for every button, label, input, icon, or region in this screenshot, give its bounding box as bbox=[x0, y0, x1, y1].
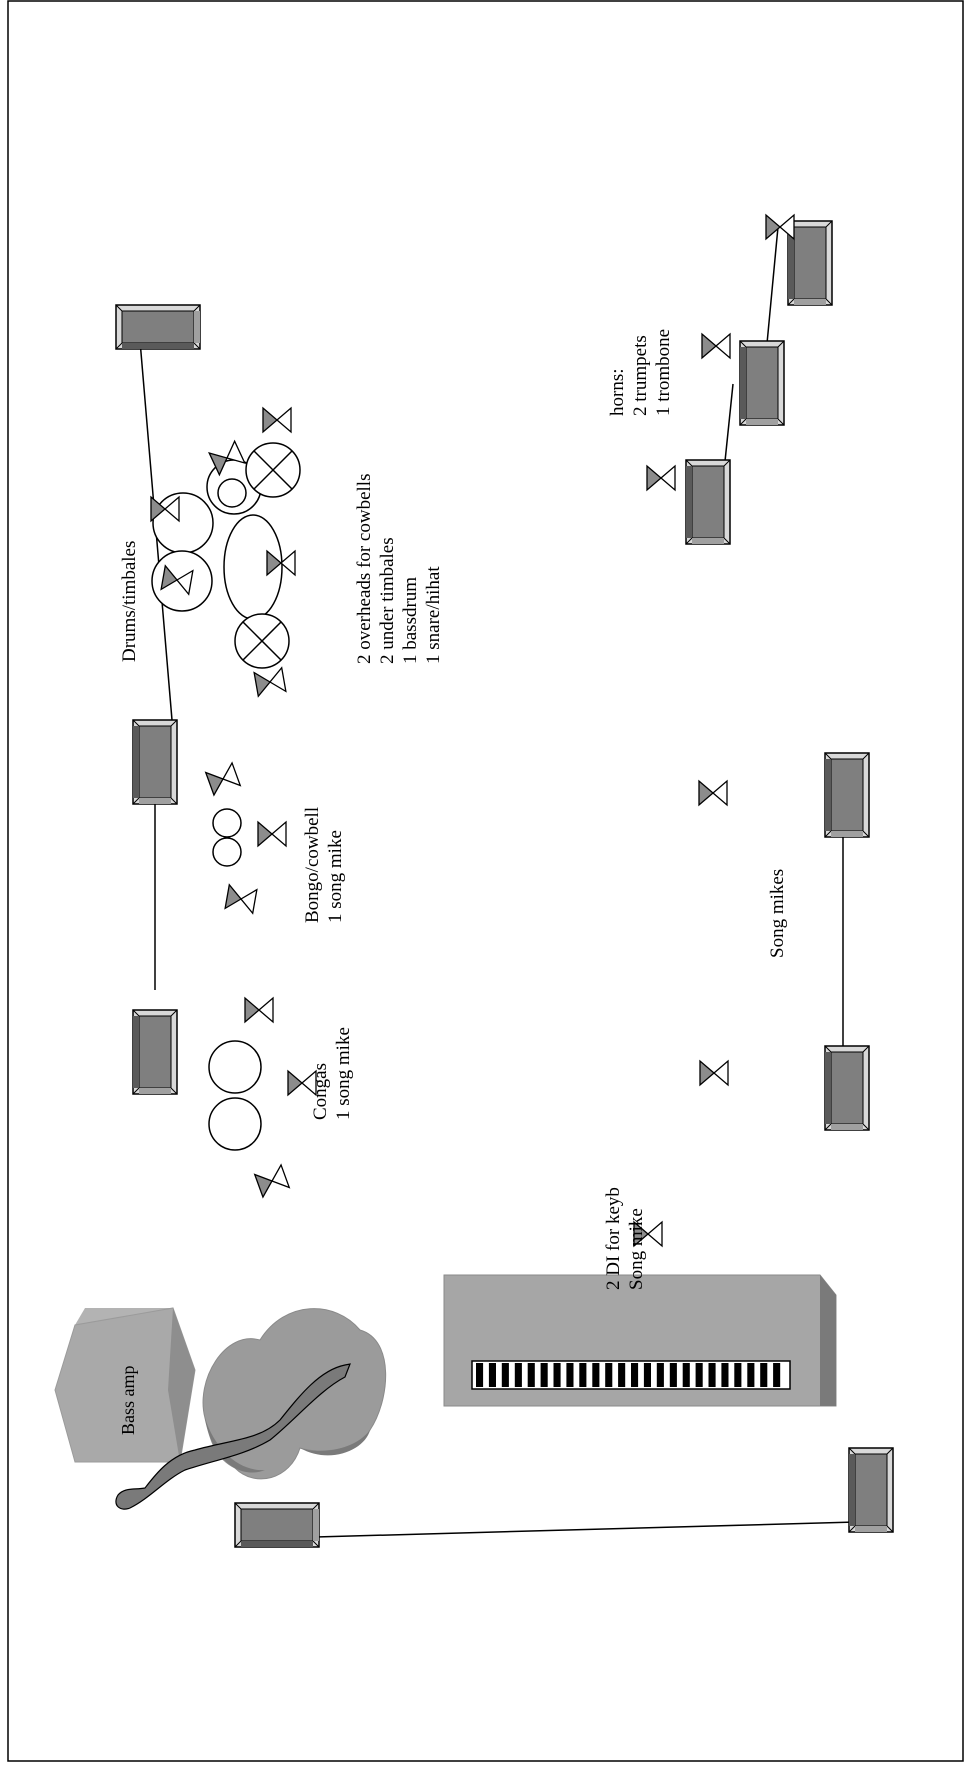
mic-bongo-3 bbox=[224, 884, 258, 914]
mic-song-1 bbox=[698, 780, 728, 806]
drum-kit bbox=[151, 442, 301, 669]
label-congas: Congas 1 song mike bbox=[310, 1027, 354, 1120]
mic-drums-6 bbox=[253, 667, 287, 697]
bass-amp bbox=[54, 1307, 196, 1463]
label-song-mikes: Song mikes bbox=[767, 868, 788, 958]
monitor-horn-2 bbox=[739, 340, 785, 426]
monitor-drums-top bbox=[115, 304, 201, 350]
keyboard-key bbox=[656, 1363, 664, 1387]
conga-2 bbox=[208, 1097, 262, 1151]
bongo-1 bbox=[212, 808, 242, 838]
keyboard-key bbox=[579, 1363, 587, 1387]
keyboard-key bbox=[540, 1363, 548, 1387]
label-horns: horns: 2 trumpets 1 trombone bbox=[607, 328, 674, 416]
timbale-1 bbox=[152, 492, 214, 554]
keyboard-key bbox=[527, 1363, 535, 1387]
keyboard-key bbox=[760, 1363, 768, 1387]
keyboard-key bbox=[708, 1363, 716, 1387]
cymbal-1 bbox=[245, 442, 301, 498]
mic-bongo-1 bbox=[205, 762, 241, 796]
keyboard-key bbox=[631, 1363, 639, 1387]
keyboard-key bbox=[605, 1363, 613, 1387]
keyboard-key bbox=[514, 1363, 522, 1387]
cymbal-2 bbox=[234, 613, 290, 669]
mic-congas-1 bbox=[244, 997, 274, 1023]
keyboard-key bbox=[669, 1363, 677, 1387]
keyboard-key bbox=[592, 1363, 600, 1387]
cable-bottom bbox=[279, 1521, 857, 1539]
keyboard-key bbox=[695, 1363, 703, 1387]
keyboard-key bbox=[682, 1363, 690, 1387]
keyboard-key bbox=[553, 1363, 561, 1387]
mic-drums-1 bbox=[262, 407, 292, 433]
keyboard-key bbox=[488, 1363, 496, 1387]
keyboard-key bbox=[734, 1363, 742, 1387]
keyboard-key bbox=[476, 1363, 484, 1387]
mic-horn-1 bbox=[765, 214, 795, 240]
mic-congas-3 bbox=[254, 1164, 290, 1198]
label-bongo: Bongo/cowbell 1 song mike bbox=[302, 806, 346, 923]
mic-bongo-2 bbox=[257, 821, 287, 847]
keyboard-key bbox=[721, 1363, 729, 1387]
label-keyboard: 2 DI for keyb Song mike bbox=[603, 1187, 647, 1290]
monitor-song-2 bbox=[824, 1045, 870, 1131]
keyboard bbox=[443, 1274, 837, 1407]
keyboard-key bbox=[501, 1363, 509, 1387]
monitor-song-1 bbox=[824, 752, 870, 838]
monitor-congas bbox=[132, 1009, 178, 1095]
monitor-horn-3 bbox=[685, 459, 731, 545]
label-drums-title: Drums/timbales bbox=[119, 540, 140, 662]
mic-horn-3 bbox=[646, 465, 676, 491]
mic-song-2 bbox=[699, 1060, 729, 1086]
monitor-bass bbox=[234, 1502, 320, 1548]
keyboard-key bbox=[747, 1363, 755, 1387]
mic-horn-2 bbox=[701, 333, 731, 359]
bongo-2 bbox=[212, 837, 242, 867]
label-bass-amp: Bass amp bbox=[118, 1365, 138, 1436]
double-bass bbox=[115, 1308, 387, 1510]
label-drums-notes: 2 overheads for cowbells 2 under timbale… bbox=[354, 473, 444, 664]
keyboard-key bbox=[773, 1363, 781, 1387]
keyboard-key bbox=[618, 1363, 626, 1387]
conga-1 bbox=[208, 1040, 262, 1094]
keyboard-key bbox=[643, 1363, 651, 1387]
monitor-keys bbox=[848, 1447, 894, 1533]
page-frame bbox=[7, 0, 964, 1762]
monitor-bongo bbox=[132, 719, 178, 805]
keyboard-key bbox=[566, 1363, 574, 1387]
tom-1-inner bbox=[217, 478, 247, 508]
